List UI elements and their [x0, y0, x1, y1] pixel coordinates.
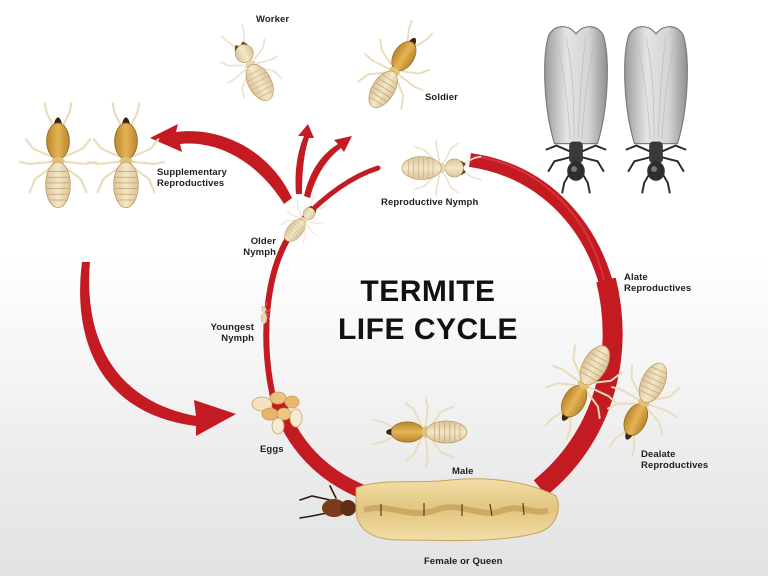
male-image: [372, 397, 468, 467]
title-line-2: LIFE CYCLE: [337, 313, 518, 346]
supplementary-reproductive-right-image: [86, 102, 166, 209]
label-female-or-queen: Female or Queen: [424, 556, 503, 567]
label-male: Male: [452, 466, 474, 477]
label-worker: Worker: [256, 14, 290, 25]
queen-image: [299, 478, 559, 542]
soldier-image: [342, 8, 452, 126]
label-reproductive-nymph: Reproductive Nymph: [381, 197, 479, 208]
worker-image: [206, 16, 295, 114]
title-line-1: TERMITE: [360, 275, 496, 308]
alate-reproductive-left-image: [543, 25, 609, 194]
label-older-nymph: Older Nymph: [243, 236, 276, 258]
label-dealate-reproductives: Dealate Reproductives: [641, 449, 709, 471]
label-eggs: Eggs: [260, 444, 284, 455]
alate-reproductive-right-image: [623, 25, 689, 194]
eggs-image: [251, 391, 303, 435]
label-youngest-nymph: Youngest Nymph: [210, 322, 254, 344]
label-supplementary-reproductives: Supplementary Reproductives: [157, 167, 227, 189]
reproductive-nymph-image: [401, 139, 482, 197]
label-alate-reproductives: Alate Reproductives: [624, 272, 692, 294]
label-soldier: Soldier: [425, 92, 458, 103]
supplementary-reproductive-left-image: [18, 102, 98, 209]
branch-arrows: [80, 124, 352, 436]
diagram-title: TERMITE LIFE CYCLE: [318, 273, 538, 349]
